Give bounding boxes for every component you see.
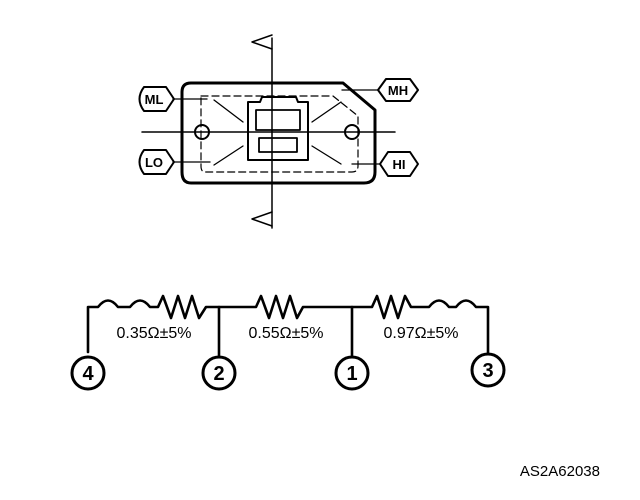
label-lo: LO — [145, 155, 163, 170]
socket-cavity-lower — [258, 137, 298, 153]
label-bubble-hi — [379, 151, 419, 177]
terminal-number-1: 1 — [346, 363, 357, 385]
connector-socket — [247, 96, 309, 161]
figure-code: AS2A62038 — [520, 463, 600, 480]
mounting-hole-right — [344, 124, 360, 140]
section-arrow-top — [251, 34, 273, 50]
terminal-circle-4 — [70, 355, 106, 391]
resistor-value-3: 0.97Ω±5% — [383, 325, 458, 342]
terminal-circle-3 — [470, 352, 506, 388]
terminal-circle-1 — [334, 355, 370, 391]
terminal-number-2: 2 — [213, 363, 224, 385]
connector-body — [180, 81, 377, 185]
label-mh: MH — [388, 83, 408, 98]
label-bubble-mh — [377, 78, 419, 102]
resistor-circuit — [70, 294, 506, 391]
label-ml: ML — [145, 92, 164, 107]
resistor-value-1: 0.35Ω±5% — [116, 325, 191, 342]
resistor-value-2: 0.55Ω±5% — [248, 325, 323, 342]
connector-rail-left — [213, 99, 244, 166]
terminal-number-4: 4 — [82, 363, 94, 385]
circuit-wire-top — [86, 294, 490, 355]
label-bubble-ml — [138, 86, 175, 112]
connector-rail-right — [311, 101, 342, 165]
section-arrow-bottom — [251, 211, 273, 227]
label-hi: HI — [393, 157, 406, 172]
mounting-hole-left — [194, 124, 210, 140]
terminal-number-3: 3 — [482, 360, 493, 382]
connector-inner-outline — [200, 95, 359, 173]
connector-drawing — [138, 34, 419, 229]
label-bubble-lo — [138, 149, 175, 175]
terminal-circle-2 — [201, 355, 237, 391]
socket-cavity-upper — [255, 109, 301, 131]
